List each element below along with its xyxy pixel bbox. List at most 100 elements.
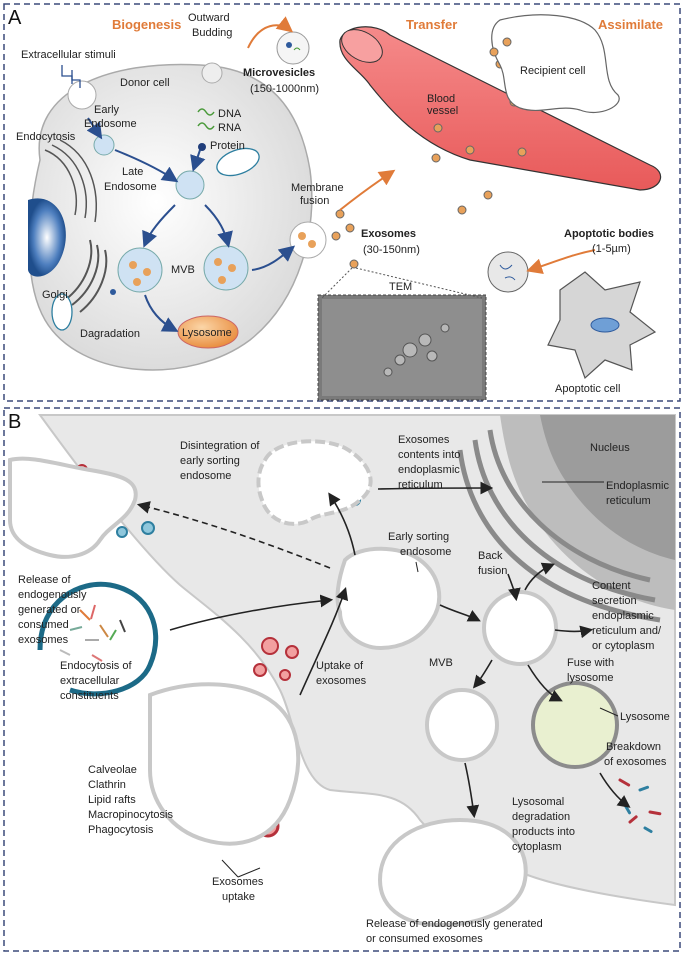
label-disintegration-1: Disintegration of xyxy=(180,440,260,452)
released-cluster-top xyxy=(8,456,138,559)
panel-a-frame xyxy=(3,3,681,402)
label-lyso-deg-1: Lysosomal xyxy=(512,796,564,808)
label-mechanism-0: Calveolae xyxy=(88,764,137,776)
label-release-bottom-1: Release of endogenously generated xyxy=(366,918,543,930)
label-transfer: Transfer xyxy=(406,17,457,32)
er-lines-a xyxy=(44,139,97,223)
uptake-pocket xyxy=(148,682,301,846)
er-arcs-b xyxy=(457,429,661,623)
mvb-b xyxy=(425,688,499,762)
label-late: Late xyxy=(122,166,143,178)
label-recipient-cell: Recipient cell xyxy=(520,65,585,77)
label-microvesicles-size: (150-1000nm) xyxy=(250,83,319,95)
mvb-exosomes-a xyxy=(129,258,236,286)
label-microvesicles: Microvesicles xyxy=(243,67,315,79)
donor-cell xyxy=(28,63,313,371)
extracellular-constituents xyxy=(59,604,126,662)
label-endocytosis-2: extracellular xyxy=(60,675,120,687)
label-lyso-deg-4: cytoplasm xyxy=(512,841,562,853)
endocytosis-pit xyxy=(67,80,97,110)
vesicle xyxy=(261,637,279,655)
label-disintegration-2: early sorting xyxy=(180,455,240,467)
label-er-2: reticulum xyxy=(606,495,651,507)
label-tem: TEM xyxy=(389,281,412,293)
label-blood: Blood xyxy=(427,93,455,105)
label-release-top-2: endogenously xyxy=(18,589,87,601)
label-biogenesis: Biogenesis xyxy=(112,17,181,32)
panel-a-labels: Biogenesis Transfer Assimilate Outward B… xyxy=(16,12,663,395)
label-back-fusion-2: fusion xyxy=(478,565,507,577)
label-uptake-1: Uptake of xyxy=(316,660,364,672)
label-endocytosis: Endocytosis xyxy=(16,131,76,143)
protein-icon xyxy=(198,143,206,151)
microvesicle xyxy=(276,31,310,65)
vesicle xyxy=(141,521,155,535)
label-rna: RNA xyxy=(218,122,242,134)
exosome-fragment xyxy=(628,815,638,824)
late-endosome-a xyxy=(175,170,205,200)
label-membrane: Membrane xyxy=(291,182,344,194)
blood-vessel xyxy=(339,26,662,191)
label-early: Early xyxy=(94,104,120,116)
label-early-sorting-2: endosome xyxy=(400,546,451,558)
label-content-secretion-5: or cytoplasm xyxy=(592,640,654,652)
golgi-stack xyxy=(64,239,108,313)
leader-lines xyxy=(221,481,619,878)
label-er-1: Endoplasmic xyxy=(606,480,669,492)
label-vessel: vessel xyxy=(427,105,458,117)
stimuli-icon xyxy=(61,65,81,88)
label-donor-cell: Donor cell xyxy=(120,77,170,89)
label-release-bottom-2: or consumed exosomes xyxy=(366,933,483,945)
label-apoptotic-cell: Apoptotic cell xyxy=(555,383,620,395)
label-uptake-2: exosomes xyxy=(316,675,367,687)
label-exo-uptake-1: Exosomes xyxy=(212,876,264,888)
label-exo-uptake-2: uptake xyxy=(222,891,255,903)
release-pocket-bottom xyxy=(377,817,528,928)
exosome-fragment xyxy=(618,778,631,787)
label-late-endosome: Endosome xyxy=(104,181,157,193)
panel-b-label: B xyxy=(8,411,21,433)
vesicle xyxy=(285,645,299,659)
label-fusion: fusion xyxy=(300,195,329,207)
label-endocytosis-1: Endocytosis of xyxy=(60,660,132,672)
label-content-secretion-2: secretion xyxy=(592,595,637,607)
label-lyso-deg-2: degradation xyxy=(512,811,570,823)
label-budding: Budding xyxy=(192,27,232,39)
label-breakdown-2: of exosomes xyxy=(604,756,667,768)
label-apoptotic-size: (1-5µm) xyxy=(592,243,631,255)
label-assimilate: Assimilate xyxy=(598,17,663,32)
label-nucleus: Nucleus xyxy=(590,442,630,454)
mitochondrion-1 xyxy=(216,147,260,177)
label-release-top-4: consumed xyxy=(18,619,69,631)
label-early-sorting-1: Early sorting xyxy=(388,531,449,543)
released-exosomes xyxy=(331,209,359,269)
vesicle xyxy=(253,663,267,677)
dna-icon xyxy=(197,108,215,130)
label-release-top-3: generated or xyxy=(18,604,81,616)
label-content-secretion-1: Content xyxy=(592,580,631,592)
label-dagradation: Dagradation xyxy=(80,328,140,340)
label-early-endosome: Endosome xyxy=(84,118,137,130)
label-disintegration-3: endosome xyxy=(180,470,231,482)
label-mechanism-4: Phagocytosis xyxy=(88,824,154,836)
label-mechanism-2: Lipid rafts xyxy=(88,794,136,806)
lysosome-a xyxy=(177,315,239,349)
exosome-fragment xyxy=(648,810,662,816)
label-exosomes-a: Exosomes xyxy=(361,228,416,240)
vesicle xyxy=(279,669,291,681)
label-er-contents-1: Exosomes xyxy=(398,434,450,446)
label-mechanism-1: Clathrin xyxy=(88,779,126,791)
panel-b-arrows xyxy=(136,481,631,819)
early-sorting-endosome xyxy=(335,546,442,651)
label-er-contents-3: endoplasmic xyxy=(398,464,460,476)
label-release-top-5: exosomes xyxy=(18,634,69,646)
label-lysosome-a: Lysosome xyxy=(182,327,232,339)
budding-bleb xyxy=(201,62,223,84)
transfer-arrow xyxy=(339,169,396,211)
early-endosome-a xyxy=(93,134,115,156)
panel-a-label: A xyxy=(8,7,22,29)
vesicle xyxy=(116,526,128,538)
apoptosis-arrow xyxy=(526,249,596,274)
label-apoptotic-bodies: Apoptotic bodies xyxy=(564,228,654,240)
